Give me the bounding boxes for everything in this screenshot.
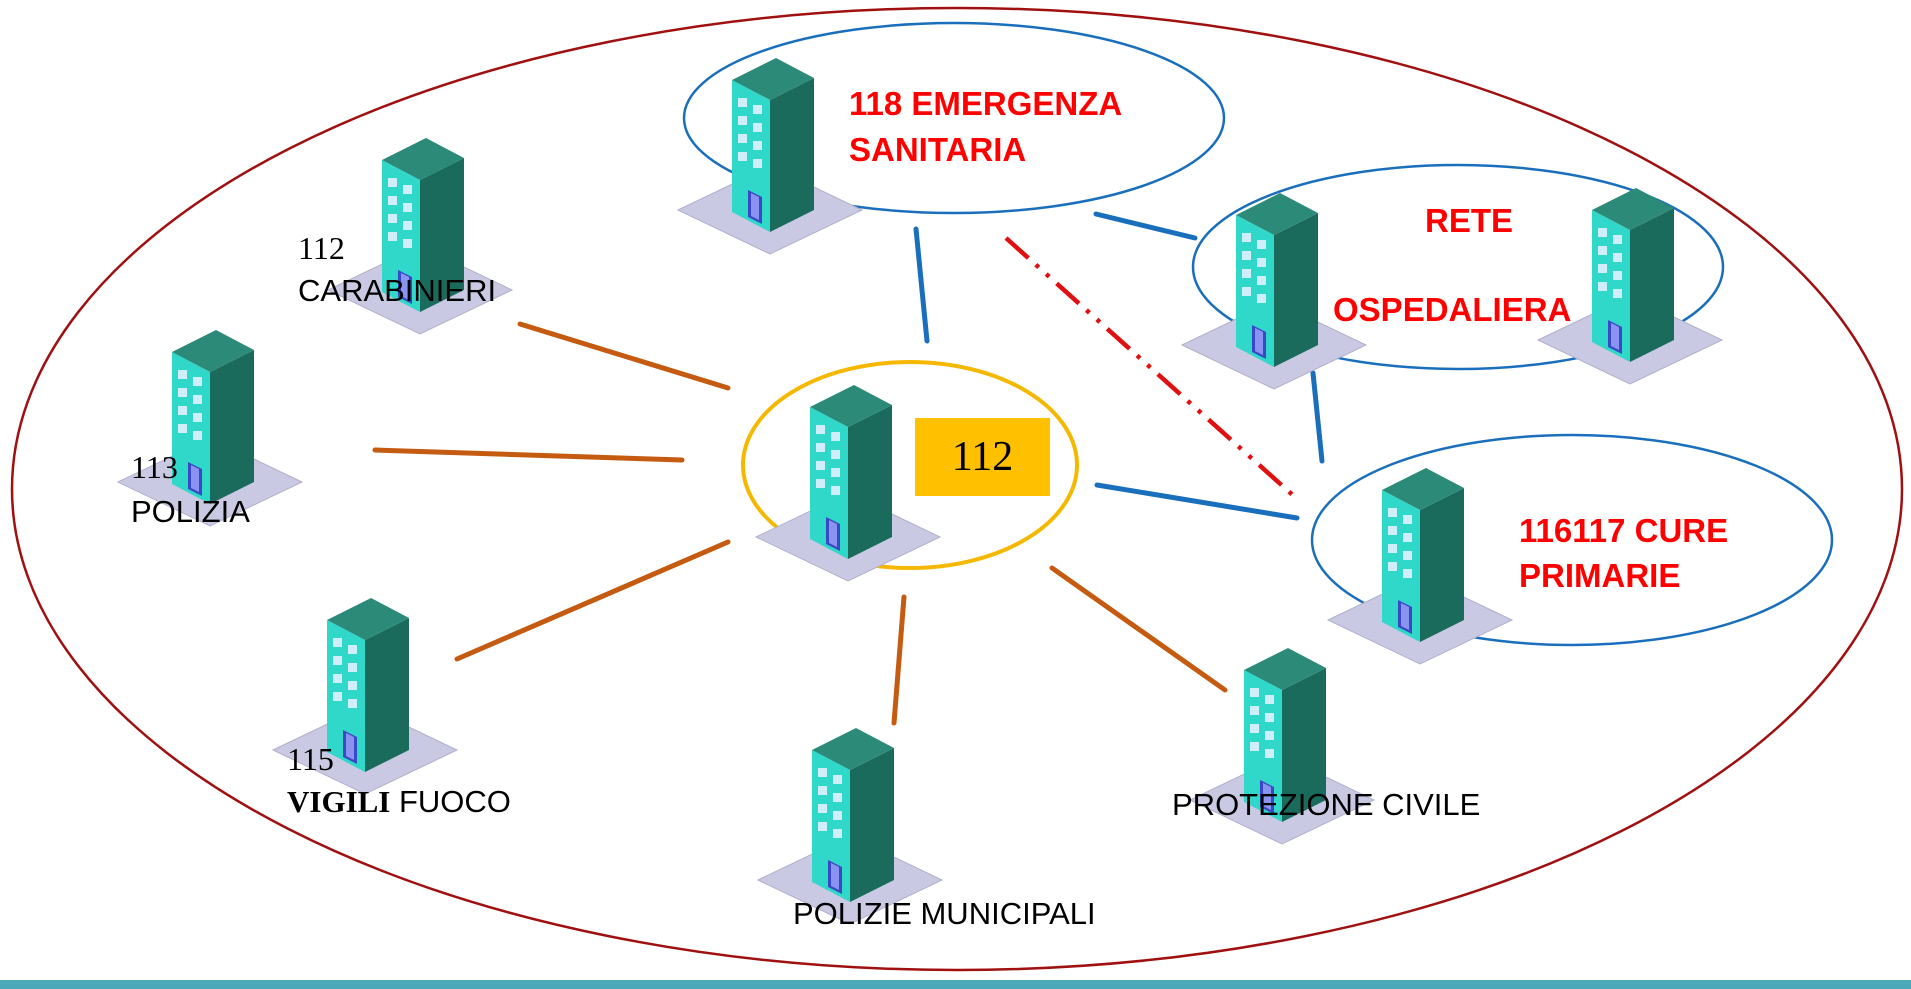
vigili-label-rest: FUOCO	[390, 784, 511, 819]
link-cure	[1094, 482, 1300, 521]
vigili-number: 115	[287, 741, 334, 777]
ellipse-cure	[1310, 433, 1834, 647]
ellipse-center	[741, 360, 1079, 570]
rete-line2: OSPEDALIERA	[1333, 291, 1572, 328]
link-rete-cure	[1310, 370, 1325, 464]
ellipse-emergenza	[682, 21, 1226, 215]
footer-bar	[0, 980, 1911, 989]
carabinieri-number: 112	[298, 230, 345, 266]
building-icon	[1327, 467, 1513, 665]
vigili-label-bold: VIGILI	[287, 784, 391, 819]
municipali-label: POLIZIE MUNICIPALI	[793, 896, 1096, 931]
orange-links	[372, 321, 1228, 726]
link-emergenza-rete	[1093, 211, 1198, 241]
link-vigili	[454, 539, 731, 662]
emergenza-line2: SANITARIA	[849, 131, 1027, 168]
building-icon	[755, 384, 941, 582]
link-carabinieri	[517, 321, 731, 391]
blue-links	[913, 211, 1325, 521]
rete-line1: RETE	[1425, 202, 1514, 239]
center-112-label: 112	[915, 418, 1050, 496]
emergenza-line1: 118 EMERGENZA	[849, 85, 1123, 122]
polizia-number: 113	[131, 449, 178, 485]
cure-line1: 116117 CURE	[1519, 512, 1729, 549]
cure-line2: PRIMARIE	[1519, 557, 1681, 594]
ellipse-rete	[1191, 163, 1725, 371]
link-municipali	[891, 594, 907, 726]
link-polizia	[372, 447, 685, 463]
protezione-label: PROTEZIONE CIVILE	[1172, 787, 1481, 822]
vigili-label: VIGILI FUOCO	[287, 783, 511, 820]
outer-boundary	[10, 6, 1904, 972]
polizia-label: POLIZIA	[131, 494, 250, 529]
carabinieri-label: CARABINIERI	[298, 273, 497, 308]
building-icon	[1537, 187, 1723, 385]
link-protezione	[1049, 565, 1228, 693]
link-emergenza	[913, 226, 930, 344]
